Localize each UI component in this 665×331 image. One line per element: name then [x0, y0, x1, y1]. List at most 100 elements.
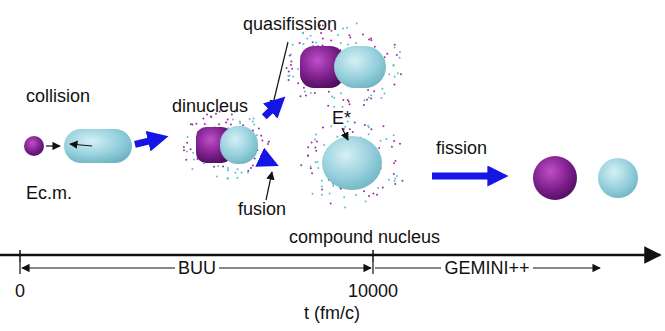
- nucleon-dot: [342, 27, 344, 29]
- nucleon-dot: [247, 170, 249, 172]
- nucleon-dot: [321, 188, 323, 190]
- nucleon-dot: [307, 155, 309, 157]
- stage-group: dinucleus: [172, 96, 262, 172]
- nucleon-dot: [394, 160, 396, 162]
- nucleon-dot: [355, 194, 357, 196]
- stage-label: collision: [26, 86, 90, 107]
- nucleon-dot: [349, 128, 351, 130]
- nucleon-dot: [322, 37, 324, 39]
- nucleon-dot: [236, 177, 238, 179]
- nucleon-dot: [261, 139, 263, 141]
- nucleon-dot: [239, 122, 241, 124]
- nucleon-dot: [352, 131, 354, 133]
- nucleon-dot: [195, 123, 197, 125]
- tick: [19, 262, 20, 274]
- nucleon-dot: [303, 87, 305, 89]
- tick: [19, 250, 21, 262]
- nucleon-dot: [393, 64, 395, 66]
- nucleon-dot: [384, 56, 386, 58]
- nucleon-dot: [384, 93, 386, 95]
- nucleon-dot: [292, 75, 294, 77]
- nucleon-dot: [314, 147, 316, 149]
- nucleon-dot: [299, 95, 301, 97]
- nucleon-dot: [191, 168, 193, 170]
- nucleon-dot: [247, 171, 249, 173]
- nucleon-dot: [312, 41, 314, 43]
- nucleon-dot: [237, 168, 239, 170]
- nucleon-dot: [363, 99, 365, 101]
- nucleon-dot: [315, 161, 317, 163]
- nucleon-dot: [191, 124, 193, 126]
- nucleon-dot: [306, 38, 308, 40]
- nucleon-dot: [391, 146, 393, 148]
- nucleon-dot: [372, 193, 374, 195]
- nucleon-dot: [286, 67, 288, 69]
- nucleon-dot: [368, 133, 370, 135]
- nucleon-dot: [370, 128, 372, 130]
- nucleon-dot: [378, 147, 380, 149]
- tick: [372, 262, 373, 274]
- tick-label: 10000: [348, 281, 398, 302]
- nucleon-dot: [374, 46, 376, 48]
- nucleon-dot: [399, 143, 401, 145]
- nucleon-dot: [310, 35, 312, 37]
- nucleon-dot: [393, 173, 395, 175]
- nucleon-dot: [373, 90, 375, 92]
- nucleon-dot: [399, 51, 401, 53]
- target-nucleus: [64, 129, 132, 163]
- nucleon-dot: [379, 140, 381, 142]
- nucleon-dot: [367, 89, 369, 91]
- nucleon-dot: [268, 141, 270, 143]
- nucleon-dot: [393, 83, 395, 85]
- dinucleus-target: [220, 126, 258, 164]
- nucleon-dot: [297, 68, 299, 70]
- nucleon-dot: [388, 179, 390, 181]
- axis-label: t (fm/c): [304, 303, 360, 324]
- nucleon-dot: [299, 42, 301, 44]
- nucleon-dot: [397, 72, 399, 74]
- fission-fragment: [598, 158, 638, 198]
- nucleon-dot: [394, 178, 396, 180]
- nucleon-dot: [392, 65, 394, 67]
- stage-label: Ec.m.: [26, 183, 72, 204]
- nucleon-dot: [289, 55, 291, 57]
- nucleon-dot: [394, 183, 396, 185]
- stage-group: compound nucleus: [282, 128, 447, 248]
- nucleon-dot: [370, 94, 372, 96]
- nucleon-dot: [315, 134, 317, 136]
- nucleon-dot: [347, 44, 349, 46]
- nucleon-dot: [202, 117, 204, 119]
- nucleon-dot: [366, 99, 368, 101]
- nucleon-dot: [349, 103, 351, 105]
- nucleon-dot: [394, 46, 396, 48]
- leader-line: [342, 128, 348, 140]
- velocity-arrow: [70, 144, 92, 146]
- nucleon-dot: [315, 150, 317, 152]
- nucleon-dot: [396, 54, 398, 56]
- nucleon-dot: [348, 100, 350, 102]
- stage-group: collisionEc.m.: [16, 86, 132, 204]
- nucleon-dot: [314, 92, 316, 94]
- nucleon-dot: [307, 146, 309, 148]
- nucleon-dot: [254, 158, 256, 160]
- nucleon-dot: [311, 172, 313, 174]
- nucleon-dot: [288, 74, 290, 76]
- nucleon-dot: [385, 138, 387, 140]
- nucleon-dot: [216, 176, 218, 178]
- fission-arrow: [432, 173, 500, 180]
- nucleon-dot: [343, 196, 345, 198]
- velocity-arrow: [46, 145, 60, 146]
- nucleon-dot: [367, 125, 369, 127]
- nucleon-dot: [227, 167, 229, 169]
- leader-line: [266, 172, 272, 200]
- nucleon-dot: [193, 158, 195, 160]
- nucleon-dot: [341, 106, 343, 108]
- nucleon-dot: [382, 186, 384, 188]
- compound-nucleus: [322, 136, 382, 190]
- nucleon-dot: [258, 128, 260, 130]
- stage-group: quasifission: [243, 14, 393, 94]
- nucleon-dot: [300, 164, 302, 166]
